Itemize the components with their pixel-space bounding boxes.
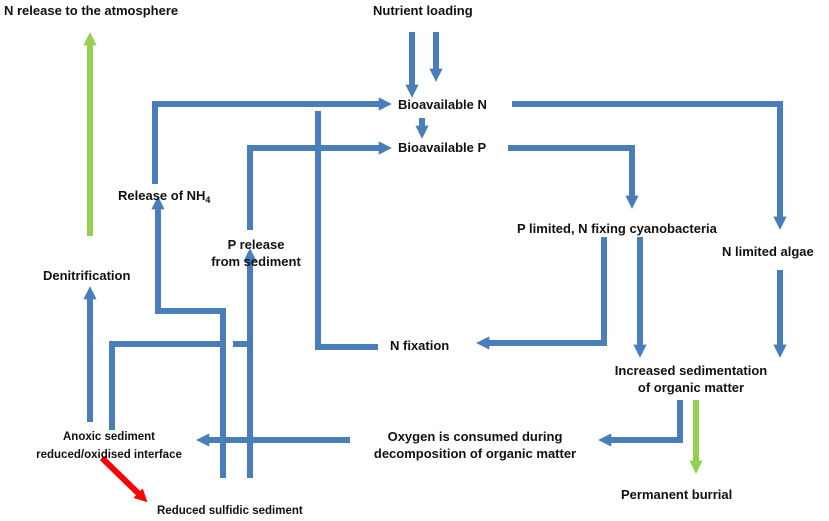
- anoxic-line1: Anoxic sediment: [62, 431, 156, 443]
- nh4-to-bioavailable-n-arrow: [152, 97, 392, 184]
- release-nh4-label: Release of NH4: [118, 187, 211, 205]
- reduced-sulfidic-label: Reduced sulfidic sediment: [157, 505, 303, 517]
- anoxic-line2: reduced/oxidised interface: [36, 449, 182, 461]
- release-nh4-text: Release of NH: [118, 188, 206, 203]
- n-release-label: N release to the atmosphere: [4, 3, 179, 18]
- nh4-subscript: 4: [205, 195, 211, 205]
- denitrification-label: Denitrification: [43, 268, 131, 283]
- increased-sedimentation-line2: of organic matter: [637, 380, 745, 395]
- permanent-burrial-label: Permanent burrial: [621, 487, 733, 502]
- reduced-sulfidic-arrow: [99, 455, 148, 503]
- sediment-branch-line: [109, 341, 223, 430]
- p-release-label: P release from sediment: [206, 236, 306, 270]
- bioavailable-p-to-cyanobacteria-arrow: [508, 145, 639, 209]
- p-release-line2: from sediment: [211, 254, 301, 269]
- oxygen-consumed-label: Oxygen is consumed during decomposition …: [355, 428, 595, 462]
- increased-sedimentation-label: Increased sedimentation of organic matte…: [606, 362, 776, 396]
- bioavailable-p-label: Bioavailable P: [398, 140, 487, 155]
- n-limited-label: N limited algae: [722, 244, 814, 259]
- increased-sedimentation-line1: Increased sedimentation: [614, 363, 768, 378]
- bioavailable-n-to-n-limited-arrow: [512, 101, 787, 230]
- oxygen-line1: Oxygen is consumed during: [387, 429, 563, 444]
- p-release-line1: P release: [227, 237, 285, 252]
- bioavailable-n-label: Bioavailable N: [398, 97, 487, 112]
- anoxic-sediment-label: Anoxic sediment reduced/oxidised interfa…: [22, 428, 196, 464]
- n-fixation-to-bioavailable-n-line: [315, 111, 378, 350]
- oxygen-line2: decomposition of organic matter: [373, 446, 577, 461]
- p-limited-label: P limited, N fixing cyanobacteria: [517, 221, 717, 236]
- n-fixation-label: N fixation: [390, 338, 450, 353]
- p-release-to-bioavailable-p-arrow: [247, 141, 392, 230]
- nutrient-loading-label: Nutrient loading: [373, 3, 473, 18]
- cyanobacteria-to-n-fixation-arrow: [476, 237, 607, 350]
- sediment-to-nh4-arrow: [151, 196, 226, 478]
- sedimentation-to-oxygen-arrow: [598, 400, 683, 447]
